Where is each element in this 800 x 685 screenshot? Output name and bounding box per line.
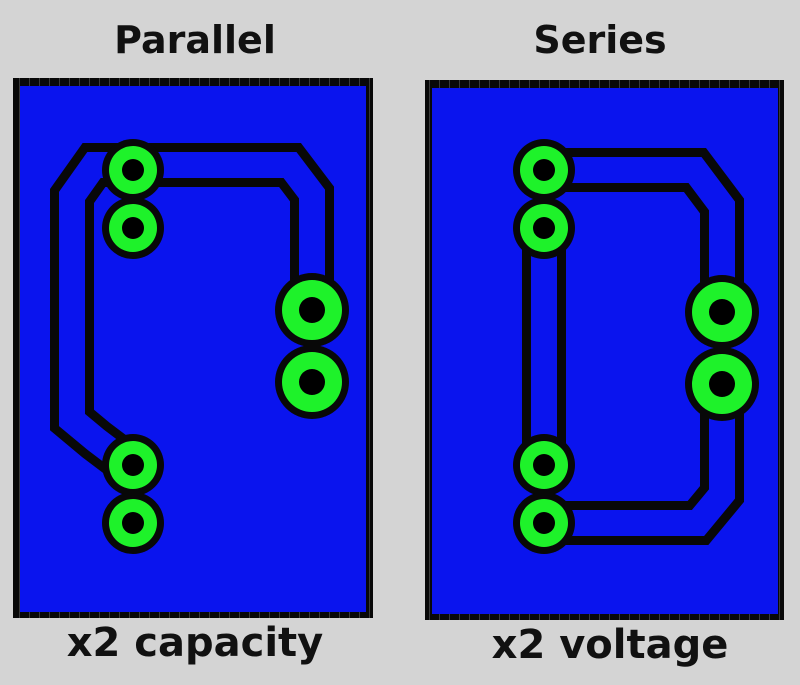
series-title: Series <box>533 18 667 62</box>
parallel-pad-2 <box>109 204 157 252</box>
parallel-board <box>13 78 373 618</box>
series-pad-2 <box>520 204 568 252</box>
series-board <box>425 80 784 620</box>
series-caption: x2 voltage <box>491 622 729 668</box>
parallel-pad-3 <box>282 280 342 340</box>
series-trace-top <box>544 157 735 310</box>
series-trace-bottom <box>544 382 735 536</box>
parallel-pad-1 <box>109 146 157 194</box>
parallel-title: Parallel <box>114 18 276 62</box>
parallel-trace-right <box>133 152 325 310</box>
series-pad-5 <box>520 441 568 489</box>
parallel-trace-left <box>59 152 141 479</box>
parallel-caption: x2 capacity <box>66 620 324 666</box>
parallel-pad-4 <box>282 352 342 412</box>
series-pad-3 <box>692 282 752 342</box>
parallel-pad-6 <box>109 499 157 547</box>
series-pad-1 <box>520 146 568 194</box>
parallel-pad-5 <box>109 441 157 489</box>
series-pad-4 <box>692 354 752 414</box>
series-pad-6 <box>520 499 568 547</box>
